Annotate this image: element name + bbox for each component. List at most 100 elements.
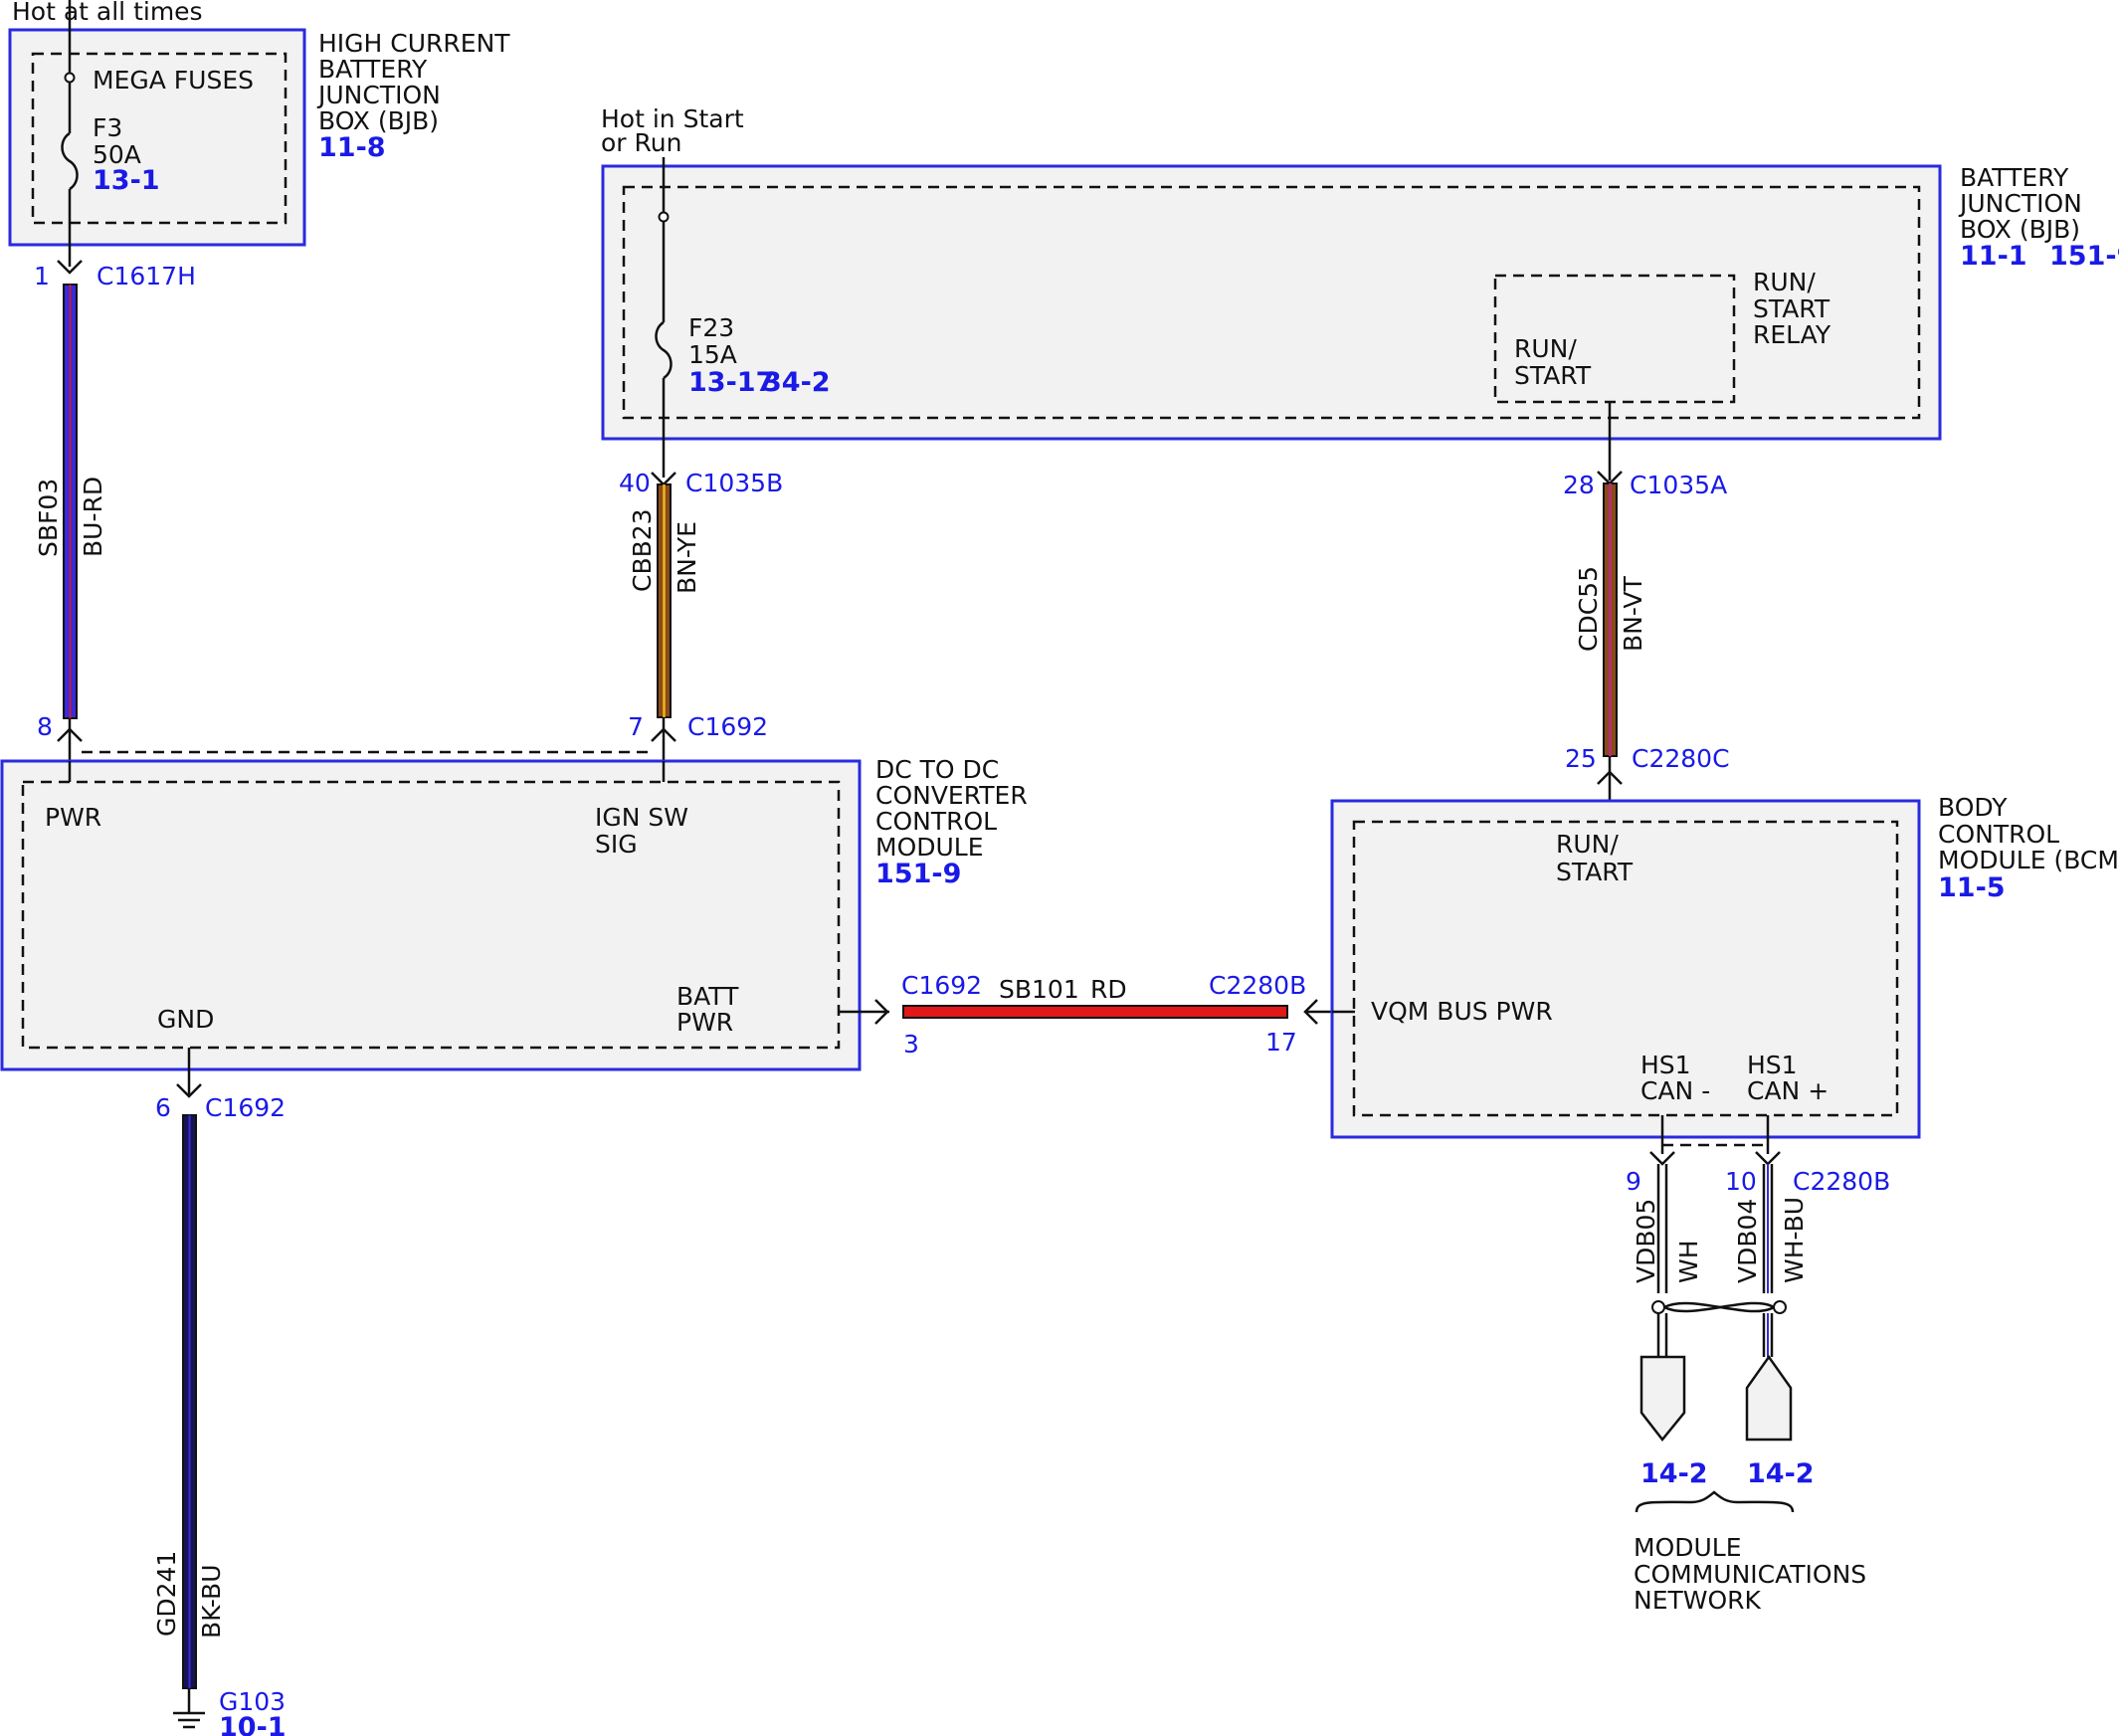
gd241-color-label: BK-BU xyxy=(197,1565,226,1640)
hcbjb-title-4: BOX (BJB) xyxy=(318,106,439,135)
dcdc-ign-sw-label-2: SIG xyxy=(595,830,638,859)
bjb-ref2-link[interactable]: 151-9 xyxy=(2049,241,2119,272)
dcdc-batt-pwr-label-1: BATT xyxy=(676,982,739,1011)
hcbjb-title-3: JUNCTION xyxy=(316,81,441,109)
ground-symbol xyxy=(173,1688,205,1729)
dcdc-ign-sw-label-1: IGN SW xyxy=(595,803,688,832)
ground-ref-link[interactable]: 10-1 xyxy=(219,1712,287,1736)
sbf03-color-label: BU-RD xyxy=(79,477,107,557)
bjb-ref1-link[interactable]: 11-1 xyxy=(1960,241,2027,272)
dcdc-batt-pwr-label-2: PWR xyxy=(676,1008,733,1037)
fuse-f3-symbol xyxy=(61,131,79,191)
fuse-f23-name: F23 xyxy=(688,313,734,342)
wire-sbf03[interactable] xyxy=(63,284,78,719)
c1617h-label: C1617H xyxy=(96,262,196,290)
dcdc-title-3: CONTROL xyxy=(875,807,997,836)
fuse-f3-rating: 50A xyxy=(93,140,141,169)
c1035b-pin-label: 40 xyxy=(619,469,651,497)
connector-c2280b-can-symbol xyxy=(1649,1143,1781,1166)
c1692-batt-pin-label: 3 xyxy=(903,1030,919,1059)
bcm-box xyxy=(1330,799,1921,1154)
dcdc-connector-c1692-top xyxy=(57,717,676,781)
dcdc-pwr-label: PWR xyxy=(45,803,101,832)
c2280b-vqm-pin-label: 17 xyxy=(1265,1028,1297,1057)
c2280b-can-neg-pin-label: 9 xyxy=(1626,1167,1641,1196)
wire-gd241[interactable] xyxy=(182,1114,197,1689)
hcbjb-ref-link[interactable]: 11-8 xyxy=(318,132,386,163)
wire-sb101[interactable] xyxy=(902,1005,1288,1019)
network-label-3: NETWORK xyxy=(1634,1586,1762,1615)
fuse-f3-name: F3 xyxy=(93,113,122,142)
bcm-run-start-label-2: START xyxy=(1556,858,1634,886)
c1692-gnd-pin-label: 6 xyxy=(155,1093,171,1122)
bjb-title-3: BOX (BJB) xyxy=(1960,215,2080,244)
hot-at-all-times-label: Hot at all times xyxy=(12,0,203,26)
hcbjb-title-2: BATTERY xyxy=(318,55,428,84)
vdb05-circuit-label: VDB05 xyxy=(1632,1199,1660,1283)
network-label-2: COMMUNICATIONS xyxy=(1634,1560,1866,1589)
mega-fuses-label: MEGA FUSES xyxy=(93,66,254,95)
c2280b-can-label: C2280B xyxy=(1793,1167,1890,1196)
hcbjb-title-1: HIGH CURRENT xyxy=(318,29,510,58)
hot-in-start-label-1: Hot in Start xyxy=(601,104,744,133)
c1692-pwr-pin-label: 8 xyxy=(37,712,53,741)
run-start-relay-box xyxy=(1493,274,1736,404)
cbb23-circuit-label: CBB23 xyxy=(628,508,657,592)
cbb23-color-label: BN-YE xyxy=(673,521,701,594)
bcm-hs1-pos-label-1: HS1 xyxy=(1747,1051,1798,1079)
fuse-f23-rating: 15A xyxy=(688,340,737,369)
gd241-circuit-label: GD241 xyxy=(152,1551,181,1637)
bcm-hs1-neg-label-2: CAN - xyxy=(1640,1076,1710,1105)
offpage-connector-can-pos xyxy=(1745,1354,1793,1442)
dcdc-gnd-label: GND xyxy=(157,1005,214,1034)
vdb04-color-label: WH-BU xyxy=(1780,1197,1809,1283)
dcdc-ref-link[interactable]: 151-9 xyxy=(875,859,961,889)
sb101-color-label: RD xyxy=(1090,975,1127,1004)
network-ref-right-link[interactable]: 14-2 xyxy=(1747,1458,1815,1489)
c2280c-label: C2280C xyxy=(1632,744,1730,773)
wire-cbb23[interactable] xyxy=(657,483,672,718)
bcm-ref-link[interactable]: 11-5 xyxy=(1938,872,2006,903)
bjb-box xyxy=(601,157,1942,481)
connector-c1617h-symbol xyxy=(57,260,83,275)
dcdc-converter-module-box xyxy=(0,759,862,1071)
cdc55-circuit-label: CDC55 xyxy=(1574,566,1603,652)
c1692-ign-pin-label: 7 xyxy=(628,712,644,741)
wire-cdc55[interactable] xyxy=(1603,482,1618,757)
bjb-title-1: BATTERY xyxy=(1960,163,2069,192)
bjb-title-2: JUNCTION xyxy=(1958,189,2082,218)
bcm-title-1: BODY xyxy=(1938,793,2008,822)
network-ref-left-link[interactable]: 14-2 xyxy=(1640,1458,1708,1489)
relay-pin-label-1: RUN/ xyxy=(1514,334,1577,363)
c2280b-can-pos-pin-label: 10 xyxy=(1725,1167,1757,1196)
c2280c-pin-label: 25 xyxy=(1565,744,1597,773)
fuse-f23-ref2-link[interactable]: 34-2 xyxy=(763,367,831,398)
bcm-title-2: CONTROL xyxy=(1938,820,2059,849)
relay-title-1: RUN/ xyxy=(1753,268,1816,296)
c1617h-pin-label: 1 xyxy=(34,262,50,290)
cdc55-color-label: BN-VT xyxy=(1619,575,1647,652)
relay-pin-label-2: START xyxy=(1514,361,1592,390)
dcdc-title-4: MODULE xyxy=(875,833,984,862)
wire-vdb04[interactable] xyxy=(1762,1164,1774,1357)
c1035a-pin-label: 28 xyxy=(1563,471,1595,499)
hot-in-start-label-2: or Run xyxy=(601,128,681,157)
sb101-circuit-label: SB101 xyxy=(999,975,1079,1004)
fuse-f3-ref-link[interactable]: 13-1 xyxy=(93,165,160,196)
c1692-gnd-label: C1692 xyxy=(205,1093,286,1122)
bcm-hs1-neg-label-1: HS1 xyxy=(1640,1051,1691,1079)
offpage-connector-can-neg xyxy=(1639,1355,1686,1443)
vdb04-circuit-label: VDB04 xyxy=(1733,1199,1762,1283)
wire-vdb05[interactable] xyxy=(1656,1164,1668,1357)
fuse-f23-ref1-link[interactable]: 13-17 xyxy=(688,367,774,398)
dcdc-title-2: CONVERTER xyxy=(875,781,1028,810)
bcm-title-3: MODULE (BCM) xyxy=(1938,846,2119,874)
bcm-vqm-label: VQM BUS PWR xyxy=(1371,997,1553,1026)
bcm-run-start-label-1: RUN/ xyxy=(1556,830,1619,859)
twisted-pair-symbol xyxy=(1651,1300,1787,1314)
c1692-batt-label: C1692 xyxy=(901,971,982,1000)
network-label-1: MODULE xyxy=(1634,1533,1742,1562)
connector-c1692-gnd-symbol xyxy=(176,1083,202,1098)
vdb05-color-label: WH xyxy=(1674,1240,1703,1283)
